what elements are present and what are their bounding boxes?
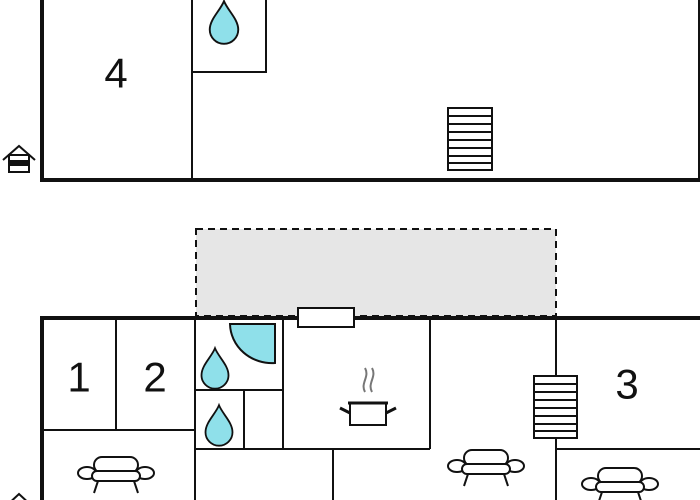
armchair-icon [581, 467, 659, 500]
armchair-icon [77, 456, 155, 494]
stairs-icon [533, 375, 578, 439]
shower-icon [228, 323, 276, 365]
room-label-1: 1 [67, 354, 90, 401]
house-entrance-icon [2, 144, 36, 173]
water-drop-icon [208, 0, 240, 45]
room-label-4: 4 [104, 50, 127, 97]
room-label-3: 3 [615, 361, 638, 408]
water-drop-icon [204, 404, 234, 447]
armchair-icon [447, 449, 525, 487]
room-label-2: 2 [143, 354, 166, 401]
terrace-area [195, 228, 557, 317]
upper-floor: 4 [2, 0, 700, 182]
upper-bathroom-walls [192, 0, 267, 73]
ground-floor-outline [40, 316, 700, 500]
window-icon [297, 307, 355, 328]
upper-floor-outline [40, 0, 700, 182]
water-drop-icon [200, 347, 230, 390]
house-entrance-icon [11, 492, 27, 500]
cooking-pot-icon [339, 367, 397, 426]
ground-floor: 1 2 3 [11, 307, 700, 500]
stairs-icon [447, 107, 493, 171]
